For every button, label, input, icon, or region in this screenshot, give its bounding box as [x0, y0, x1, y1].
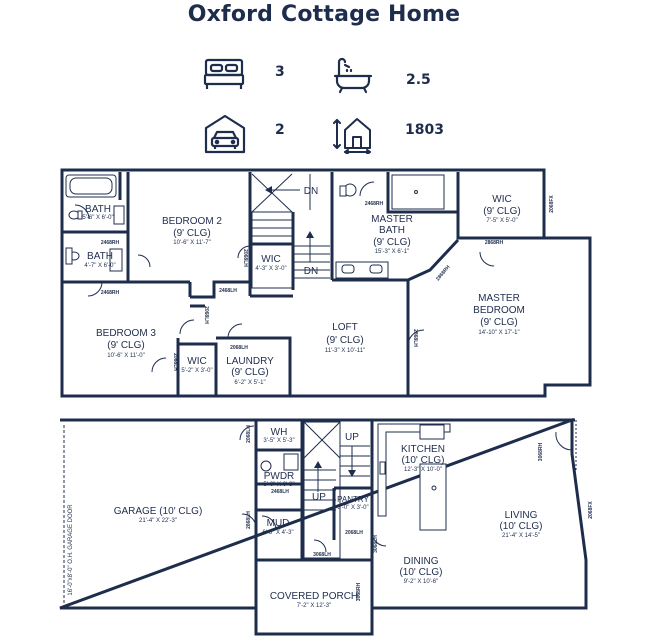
- room-ceiling: (9' CLG): [107, 340, 144, 351]
- lower-floor-plan: 2068LH 2468LH 2868LH 3068LH 2068LH 3068R…: [59, 417, 594, 636]
- room-loft: LOFT: [332, 322, 358, 333]
- room-dim: 10'-6" X 11'-0": [107, 353, 144, 359]
- room-wic-2: WIC: [187, 356, 206, 367]
- room-bath-1: BATH: [85, 204, 111, 215]
- room-laundry: LAUNDRY: [226, 356, 274, 367]
- bathroom-count: 2.5: [406, 72, 431, 88]
- room-ceiling: (9' CLG): [173, 228, 210, 239]
- house-area-icon: [333, 118, 371, 154]
- door-label: 3068LH: [373, 535, 379, 553]
- door-label: 2068LH: [246, 425, 252, 443]
- room-ceiling: (10' CLG): [499, 521, 542, 532]
- stair-up-top: UP: [345, 432, 359, 443]
- room-dim: 6'-8" X 4'-3": [262, 530, 293, 536]
- door-label: 2468LH: [271, 489, 289, 495]
- room-living: LIVING: [505, 510, 538, 521]
- door-label: 2468RH: [101, 240, 120, 246]
- room-master-bedroom: MASTER: [478, 293, 520, 304]
- upper-floor-plan: 2468RH 2468RH 2468RH 2068LH 2468LH 2068L…: [60, 168, 592, 398]
- room-dim: 7'-2" X 12'-3": [297, 603, 332, 609]
- door-label: 2868RH: [485, 240, 504, 246]
- door-label: 2068LH: [203, 306, 209, 324]
- room-dim: 6'-2" X 5'-1": [234, 380, 265, 386]
- room-ceiling: (9' CLG): [231, 367, 268, 378]
- bed-icon: [203, 58, 245, 89]
- door-label: 2868LH: [246, 511, 252, 529]
- room-dim: 10'-6" X 11'-7": [173, 240, 210, 246]
- garage-car-icon: [204, 114, 246, 154]
- room-name-line2: BATH: [379, 225, 405, 236]
- room-dim: 5'-2" X 3'-0": [181, 368, 212, 374]
- room-ceiling: (9' CLG): [483, 206, 520, 217]
- room-dim: 5'-6" X 6'-0": [82, 215, 113, 221]
- door-label: 2068FX: [588, 501, 594, 519]
- room-dim: 3'-5" X 5'-3": [263, 438, 294, 444]
- room-pwdr: PWDR: [264, 471, 295, 482]
- room-garage: GARAGE (10' CLG): [114, 506, 203, 517]
- door-label: 2868LH: [412, 329, 418, 347]
- page-title: Oxford Cottage Home: [187, 2, 461, 27]
- room-ceiling: (9' CLG): [326, 335, 363, 346]
- room-ceiling: (10' CLG): [399, 567, 442, 578]
- room-bedroom-3: BEDROOM 3: [96, 328, 156, 339]
- door-label: 3068LH: [313, 552, 331, 558]
- room-ceiling: (10' CLG): [401, 455, 444, 466]
- door-label: 2868RH: [435, 264, 452, 282]
- stair-dn-bottom: DN: [304, 266, 318, 277]
- room-wh: WH: [271, 427, 288, 438]
- room-ceiling: (9' CLG): [373, 237, 410, 248]
- room-covered-porch: COVERED PORCH: [270, 591, 358, 602]
- door-label: 2468RH: [365, 201, 384, 207]
- door-label: 3068RH: [356, 582, 362, 601]
- room-dim: 11'-3" X 10'-11": [325, 348, 365, 354]
- door-label: 2068FX: [549, 195, 555, 213]
- door-label: 2068LH: [242, 249, 248, 267]
- room-bedroom-2: BEDROOM 2: [162, 216, 222, 227]
- stair-up-bottom: UP: [312, 492, 326, 503]
- room-pantry: PANTRY: [337, 495, 369, 504]
- room-dim: 15'-3" X 6'-1": [375, 249, 410, 255]
- room-mud: MUD: [267, 518, 290, 529]
- door-label: 2068LH: [230, 345, 248, 351]
- room-dim: 4'-3" X 3'-0": [255, 266, 286, 272]
- door-label: 2468LH: [219, 288, 237, 294]
- room-dim: 4'-7" X 6'-0": [84, 263, 115, 269]
- lower-stairs: [303, 421, 370, 559]
- room-master-bath: MASTER: [371, 214, 413, 225]
- bathtub-icon: [333, 57, 373, 94]
- room-wic-1: WIC: [261, 254, 280, 265]
- room-dim: 21'-4" X 22'-3": [139, 518, 177, 524]
- upper-stairs: [251, 173, 330, 289]
- room-dim: 14'-10" X 17'-1": [478, 330, 519, 336]
- room-bath-2: BATH: [87, 251, 113, 262]
- door-label: 2068LH: [172, 353, 178, 371]
- garage-count: 2: [275, 122, 285, 138]
- room-dim: 7'-5" X 5'-0": [486, 218, 517, 224]
- room-ceiling: (9' CLG): [480, 317, 517, 328]
- room-wic-master: WIC: [492, 194, 511, 205]
- stair-dn-top: DN: [304, 186, 318, 197]
- room-dim: 12'-3" X 10'-0": [404, 467, 442, 473]
- room-dim: 9'-2" X 10'-6": [404, 579, 439, 585]
- room-dim: 5'-0" X 3'-0": [337, 505, 368, 511]
- square-footage: 1803: [405, 122, 444, 138]
- door-label: 3068RH: [538, 442, 544, 461]
- room-name-line2: BEDROOM: [473, 305, 525, 316]
- door-label: 2068LH: [345, 530, 363, 536]
- door-label: 2468RH: [101, 290, 120, 296]
- room-dining: DINING: [404, 556, 439, 567]
- bedroom-count: 3: [275, 64, 285, 80]
- room-dim: 5'-0" X 6'-3": [263, 482, 294, 488]
- room-kitchen: KITCHEN: [401, 444, 445, 455]
- garage-door-label: 16'-0"x8'-0" O.H. GARAGE DOOR: [68, 504, 74, 596]
- room-dim: 21'-4" X 14'-5": [502, 533, 540, 539]
